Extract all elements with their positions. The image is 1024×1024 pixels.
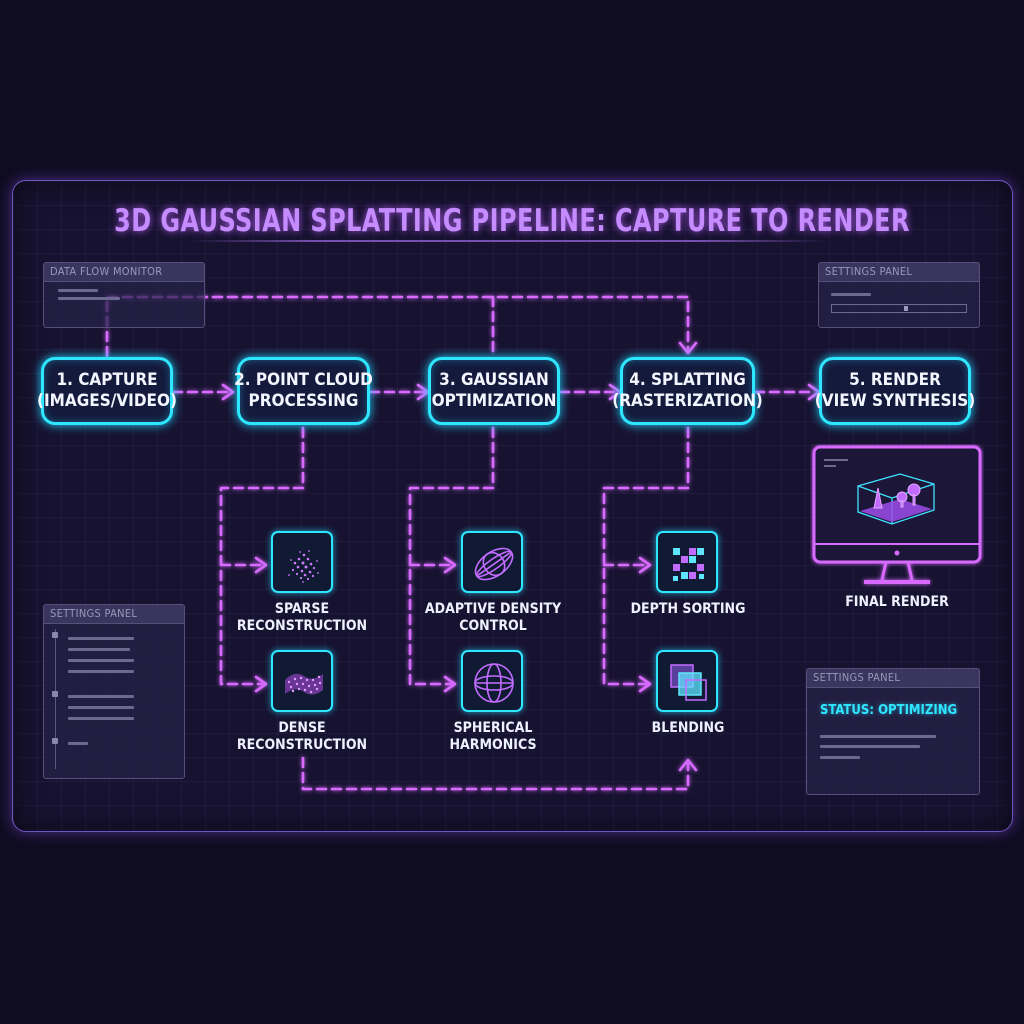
connector-pointcloud-branch <box>219 426 305 686</box>
depth-sorting-label: DEPTH SORTING <box>603 601 773 618</box>
spherical-line2: HARMONICS <box>449 737 537 753</box>
panel-bar <box>820 756 860 759</box>
panel-tree-node <box>52 632 58 638</box>
arrowhead-to-spherical <box>443 675 457 693</box>
panel-bar <box>68 717 134 720</box>
arrowhead-to-sparse <box>254 556 268 574</box>
point-cloud-icon-graphic <box>288 550 319 583</box>
panel-bar <box>58 289 98 292</box>
arrowhead-to-blending-bottom <box>678 758 698 772</box>
sparse-line1: SPARSE <box>274 601 330 617</box>
stage-gaussian-line2: OPTIMIZATION <box>431 391 557 411</box>
panel-bar <box>68 706 134 709</box>
panel-tree-node <box>52 691 58 697</box>
panel-title: SETTINGS PANEL <box>44 605 184 624</box>
status-text: STATUS: OPTIMIZING <box>820 703 958 718</box>
panel-bar <box>68 695 134 698</box>
adaptive-line1: ADAPTIVE DENSITY <box>424 601 562 617</box>
monitor-icon <box>812 445 982 584</box>
stage-capture-line1: 1. CAPTURE <box>56 370 158 390</box>
panel-bar <box>68 742 88 745</box>
stage-splatting-line2: (RASTERIZATION) <box>612 391 763 411</box>
depth-line1: DEPTH SORTING <box>630 601 746 617</box>
arrowhead-to-depth <box>638 556 652 574</box>
overlapping-squares-icon <box>656 650 718 712</box>
stage-point-cloud-line1: 2. POINT CLOUD <box>234 370 373 390</box>
title-underline <box>188 240 828 242</box>
ellipsoid-icon-graphic <box>474 547 514 581</box>
stage-gaussian: 3. GAUSSIAN OPTIMIZATION <box>428 357 560 425</box>
panel-title: DATA FLOW MONITOR <box>44 263 204 282</box>
connector-gaussian-branch <box>408 426 495 686</box>
stage-capture: 1. CAPTURE (IMAGES/VIDEO) <box>37 357 177 425</box>
settings-panel-bottom: SETTINGS PANEL STATUS: OPTIMIZING <box>806 668 980 795</box>
blending-line1: BLENDING <box>651 720 725 736</box>
sparse-line2: RECONSTRUCTION <box>236 618 368 634</box>
panel-bar <box>68 637 134 640</box>
spherical-line1: SPHERICAL <box>453 720 533 736</box>
panel-bar <box>831 293 871 296</box>
settings-slider-thumb[interactable] <box>904 306 908 311</box>
overlapping-squares-icon-graphic <box>670 664 707 701</box>
arrowhead-to-splatting-top <box>678 341 698 355</box>
panel-bar <box>820 735 936 738</box>
grid-sorting-icon <box>656 531 718 593</box>
spherical-harmonics-label: SPHERICAL HARMONICS <box>408 720 578 754</box>
panel-tree-line <box>55 629 56 769</box>
stage-point-cloud-line2: PROCESSING <box>248 391 359 411</box>
final-render-label: FINAL RENDER <box>845 594 949 610</box>
stage-render-line1: 5. RENDER <box>849 370 941 390</box>
stage-capture-line2: (IMAGES/VIDEO) <box>37 391 178 411</box>
panel-bar <box>58 297 120 300</box>
arrowhead-to-dense <box>254 675 268 693</box>
panel-bar <box>68 648 130 651</box>
panel-bar <box>68 659 134 662</box>
stage-gaussian-line1: 3. GAUSSIAN <box>439 370 549 390</box>
data-flow-monitor-panel: DATA FLOW MONITOR <box>43 262 205 328</box>
sparse-reconstruction-label: SPARSE RECONSTRUCTION <box>217 601 387 635</box>
adaptive-density-control-label: ADAPTIVE DENSITY CONTROL <box>408 601 578 635</box>
sphere-icon <box>461 650 523 712</box>
stage-point-cloud: 2. POINT CLOUD PROCESSING <box>234 357 373 425</box>
settings-panel-top: SETTINGS PANEL <box>818 262 980 328</box>
panel-title: SETTINGS PANEL <box>807 669 979 688</box>
settings-panel-left: SETTINGS PANEL <box>43 604 185 779</box>
dense-mesh-icon <box>271 650 333 712</box>
stage-splatting-line1: 4. SPLATTING <box>629 370 746 390</box>
panel-bar <box>68 670 134 673</box>
panel-bar <box>820 745 920 748</box>
dense-mesh-icon-graphic <box>285 673 323 695</box>
sphere-icon-graphic <box>474 663 514 703</box>
dense-reconstruction-label: DENSE RECONSTRUCTION <box>217 720 387 754</box>
stage-render-line2: (VIEW SYNTHESIS) <box>814 391 976 411</box>
arrowhead-to-pointcloud <box>221 383 235 401</box>
dense-line2: RECONSTRUCTION <box>236 737 368 753</box>
connector-splatting-branch <box>602 426 690 686</box>
connector-bottom-return <box>301 756 690 791</box>
panel-title: SETTINGS PANEL <box>819 263 979 282</box>
stage-splatting: 4. SPLATTING (RASTERIZATION) <box>612 357 763 425</box>
arrowhead-to-adaptive <box>443 556 457 574</box>
dense-line1: DENSE <box>278 720 326 736</box>
ellipsoid-icon <box>461 531 523 593</box>
point-cloud-icon <box>271 531 333 593</box>
panel-tree-node <box>52 738 58 744</box>
blending-label: BLENDING <box>603 720 773 737</box>
diagram-title: 3D GAUSSIAN SPLATTING PIPELINE: CAPTURE … <box>114 203 910 239</box>
settings-slider-track[interactable] <box>831 304 967 313</box>
adaptive-line2: CONTROL <box>459 618 527 634</box>
grid-sorting-icon-graphic <box>673 548 704 581</box>
stage-render: 5. RENDER (VIEW SYNTHESIS) <box>815 357 975 425</box>
arrowhead-to-blending <box>638 675 652 693</box>
